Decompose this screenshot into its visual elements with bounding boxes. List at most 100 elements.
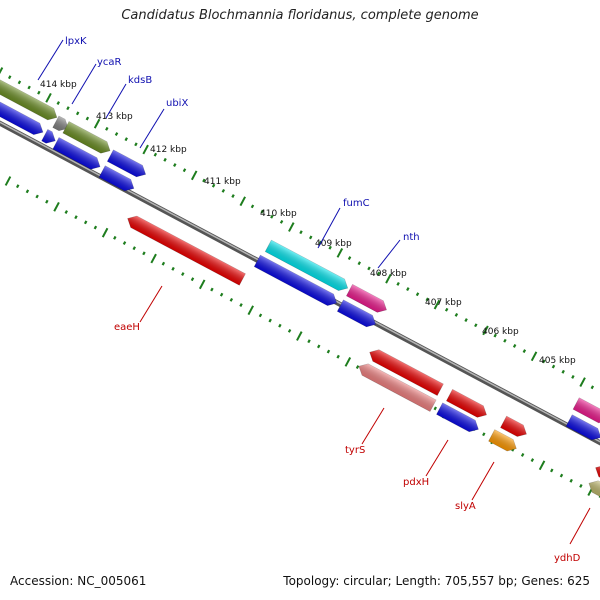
feature-blue-8[interactable]	[436, 402, 482, 435]
feature-cyan-fumC[interactable]	[264, 239, 351, 294]
gene-label-ydhD[interactable]: ydhD	[554, 553, 581, 564]
feature-magenta-2[interactable]	[572, 397, 600, 426]
feature-blue-2[interactable]	[41, 129, 59, 146]
forward-gene-labels: lpxK ycaR kdsB ubiX fumC nth	[37, 36, 420, 269]
inner-tick	[25, 189, 30, 194]
outer-tick	[93, 118, 101, 129]
outer-tick	[0, 67, 4, 75]
accession-text: Accession: NC_005061	[10, 574, 147, 588]
outer-tick	[464, 318, 468, 323]
gene-label-tyrS[interactable]: tyrS	[345, 445, 365, 456]
feature-orange-slyA[interactable]	[488, 429, 520, 455]
outer-tick	[260, 209, 264, 214]
outer-tick	[590, 385, 595, 390]
inner-tick	[482, 432, 486, 437]
inner-tick	[210, 287, 214, 292]
feature-red-3[interactable]	[593, 462, 600, 479]
feature-magenta-nth[interactable]	[346, 283, 389, 315]
gene-features	[0, 78, 600, 497]
outer-tick	[124, 137, 128, 142]
outer-tick	[299, 230, 303, 235]
outer-tick	[542, 359, 546, 364]
inner-tick	[287, 328, 292, 333]
inner-tick	[142, 251, 146, 256]
outer-tick	[512, 343, 517, 348]
outer-tick	[231, 194, 235, 198]
gene-label-eaeH[interactable]: eaeH	[114, 322, 140, 333]
kbp-label: 407 kbp	[425, 298, 462, 308]
inner-tick	[530, 458, 535, 463]
kbp-label: 406 kbp	[482, 327, 519, 337]
inner-tick	[93, 225, 98, 230]
feature-grey-1[interactable]	[52, 115, 71, 134]
outer-tick	[66, 106, 70, 111]
feature-red-tyrS[interactable]	[367, 346, 444, 396]
outer-tick	[415, 292, 420, 297]
gene-label-slyA[interactable]: slyA	[455, 501, 476, 512]
genome-summary-text: Topology: circular; Length: 705,557 bp; …	[283, 574, 590, 588]
outer-tick	[202, 178, 206, 183]
inner-tick	[171, 266, 175, 271]
outer-tick	[385, 273, 392, 284]
inner-tick	[150, 253, 157, 264]
gene-label-nth[interactable]: nth	[403, 232, 420, 243]
feature-red-2[interactable]	[500, 415, 529, 440]
outer-tick	[474, 323, 478, 328]
feature-blue-4[interactable]	[106, 149, 148, 180]
inner-tick	[344, 357, 352, 367]
outer-tick	[270, 214, 274, 219]
outer-tick	[173, 163, 177, 167]
feature-blue-9[interactable]	[565, 414, 600, 443]
feature-olive-1[interactable]	[0, 78, 60, 123]
outer-tick	[482, 325, 489, 336]
feature-red-pdxH[interactable]	[446, 388, 489, 420]
gene-label-ycaR[interactable]: ycaR	[97, 57, 122, 68]
outer-tick	[444, 307, 449, 312]
gene-label-ubiX[interactable]: ubiX	[166, 98, 188, 109]
outer-tick	[309, 235, 313, 240]
inner-tick	[559, 473, 564, 478]
outer-tick	[85, 116, 90, 121]
feature-blue-6[interactable]	[253, 254, 340, 309]
feature-blue-3[interactable]	[52, 137, 103, 173]
inner-tick	[64, 210, 68, 214]
outer-tick	[579, 377, 586, 387]
outer-tick	[551, 364, 556, 369]
outer-tick	[182, 168, 187, 173]
inner-tick	[74, 215, 78, 220]
outer-tick	[250, 204, 255, 209]
outer-tick	[279, 219, 284, 224]
feature-blue-1[interactable]	[0, 101, 46, 138]
gene-label-lpxK[interactable]: lpxK	[65, 36, 87, 47]
outer-tick	[17, 80, 22, 85]
feature-blue-5[interactable]	[98, 165, 137, 194]
feature-blue-7[interactable]	[336, 299, 378, 330]
inner-tick	[296, 331, 303, 341]
outer-tick	[328, 245, 332, 250]
inner-tick	[550, 468, 554, 473]
outer-tick	[37, 90, 41, 95]
feature-olive-2[interactable]	[62, 121, 113, 157]
gene-label-pdxH[interactable]: pdxH	[403, 477, 429, 488]
outer-tick	[27, 85, 31, 90]
kbp-label: 411 kbp	[204, 177, 241, 187]
gene-label-kdsB[interactable]: kdsB	[128, 75, 152, 86]
feature-red-eaeH[interactable]	[125, 213, 246, 286]
gene-label-fumC[interactable]: fumC	[343, 198, 370, 209]
feature-khaki-ydhD[interactable]	[586, 478, 600, 497]
kbp-label: 414 kbp	[40, 80, 77, 90]
outer-tick	[45, 92, 52, 103]
inner-tick	[161, 261, 166, 266]
inner-tick	[198, 279, 206, 290]
inner-tick	[45, 199, 49, 204]
kbp-label: 408 kbp	[370, 269, 407, 279]
outer-tick	[75, 111, 80, 116]
inner-tick	[83, 220, 88, 225]
inner-tick	[239, 303, 243, 307]
inner-tick	[132, 246, 136, 251]
inner-tick	[278, 323, 282, 328]
feature-pink-1[interactable]	[356, 361, 437, 412]
inner-tick	[268, 318, 272, 323]
inner-tick	[355, 365, 360, 369]
